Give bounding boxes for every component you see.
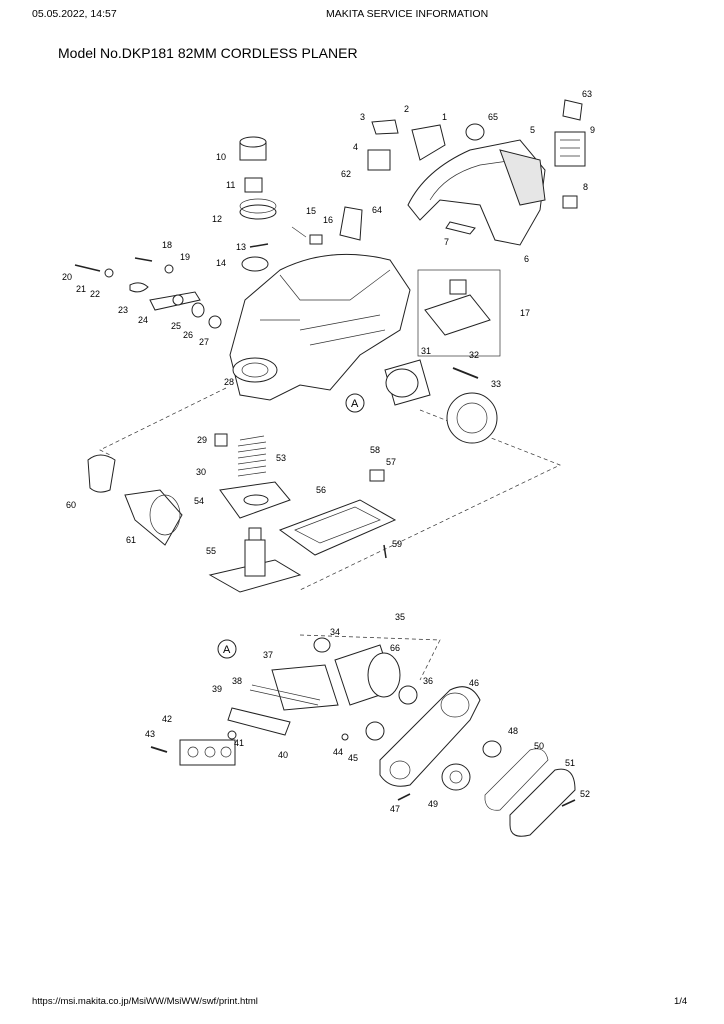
- part-label-17: 17: [520, 308, 530, 318]
- part-label-43: 43: [145, 729, 155, 739]
- part-label-64: 64: [372, 205, 382, 215]
- print-datetime: 05.05.2022, 14:57: [32, 8, 117, 20]
- part-label-38: 38: [232, 676, 242, 686]
- part-label-25: 25: [171, 321, 181, 331]
- part-label-34: 34: [330, 627, 340, 637]
- part-label-9: 9: [590, 125, 595, 135]
- part-label-18: 18: [162, 240, 172, 250]
- parts-drawing: [74, 99, 586, 837]
- part-label-37: 37: [263, 650, 273, 660]
- callout-a-upper: A: [351, 398, 359, 410]
- part-label-20: 20: [62, 272, 72, 282]
- part-label-24: 24: [138, 315, 148, 325]
- part-label-41: 41: [234, 738, 244, 748]
- part-label-55: 55: [206, 546, 216, 556]
- part-label-44: 44: [333, 747, 343, 757]
- part-label-11: 11: [226, 180, 235, 190]
- part-label-27: 27: [199, 337, 209, 347]
- part-label-8: 8: [583, 182, 588, 192]
- part-label-1: 1: [442, 112, 447, 122]
- part-label-50: 50: [534, 741, 544, 751]
- part-label-26: 26: [183, 330, 193, 340]
- part-17-inset-box: [417, 269, 501, 357]
- part-label-12: 12: [212, 214, 222, 224]
- part-label-3: 3: [360, 112, 365, 122]
- part-label-45: 45: [348, 753, 358, 763]
- footer-page-number: 1/4: [674, 996, 688, 1007]
- part-label-33: 33: [491, 379, 501, 389]
- part-label-40: 40: [278, 750, 288, 760]
- part-label-10: 10: [216, 152, 226, 162]
- header-title: MAKITA SERVICE INFORMATION: [326, 8, 489, 20]
- part-label-59: 59: [392, 539, 402, 549]
- part-label-36: 36: [423, 676, 433, 686]
- part-label-61: 61: [126, 535, 136, 545]
- part-label-2: 2: [404, 104, 409, 114]
- part-label-47: 47: [390, 804, 400, 814]
- part-label-58: 58: [370, 445, 380, 455]
- part-label-66: 66: [390, 643, 400, 653]
- part-label-14: 14: [216, 258, 226, 268]
- belt-housing: [379, 686, 481, 787]
- part-label-28: 28: [224, 377, 234, 387]
- part-label-16: 16: [323, 215, 333, 225]
- part-label-30: 30: [196, 467, 206, 477]
- part-label-51: 51: [565, 758, 575, 768]
- part-label-52: 52: [580, 789, 590, 799]
- part-label-21: 21: [76, 284, 86, 294]
- part-label-57: 57: [386, 457, 396, 467]
- part-label-48: 48: [508, 726, 518, 736]
- part-label-46: 46: [469, 678, 479, 688]
- part-label-54: 54: [194, 496, 204, 506]
- footer-url: https://msi.makita.co.jp/MsiWW/MsiWW/swf…: [32, 996, 258, 1007]
- part-label-22: 22: [90, 289, 100, 299]
- part-label-42: 42: [162, 714, 172, 724]
- part-label-35: 35: [395, 612, 405, 622]
- main-housing: [229, 253, 411, 401]
- part-label-5: 5: [530, 125, 535, 135]
- part-label-19: 19: [180, 252, 190, 262]
- part-label-32: 32: [469, 350, 479, 360]
- part-label-4: 4: [353, 142, 358, 152]
- part-label-63: 63: [582, 89, 592, 99]
- part-label-15: 15: [306, 206, 316, 216]
- part-label-6: 6: [524, 254, 529, 264]
- callout-a-lower: A: [223, 644, 231, 656]
- part-label-13: 13: [236, 242, 246, 252]
- part-label-60: 60: [66, 500, 76, 510]
- part-label-29: 29: [197, 435, 207, 445]
- part-label-23: 23: [118, 305, 128, 315]
- part-label-62: 62: [341, 169, 351, 179]
- part-label-65: 65: [488, 112, 498, 122]
- part-label-53: 53: [276, 453, 286, 463]
- part-label-39: 39: [212, 684, 222, 694]
- part-label-31: 31: [421, 346, 431, 356]
- model-title: Model No.DKP181 82MM CORDLESS PLANER: [58, 45, 358, 61]
- part-label-56: 56: [316, 485, 326, 495]
- part-label-49: 49: [428, 799, 438, 809]
- part-label-7: 7: [444, 237, 449, 247]
